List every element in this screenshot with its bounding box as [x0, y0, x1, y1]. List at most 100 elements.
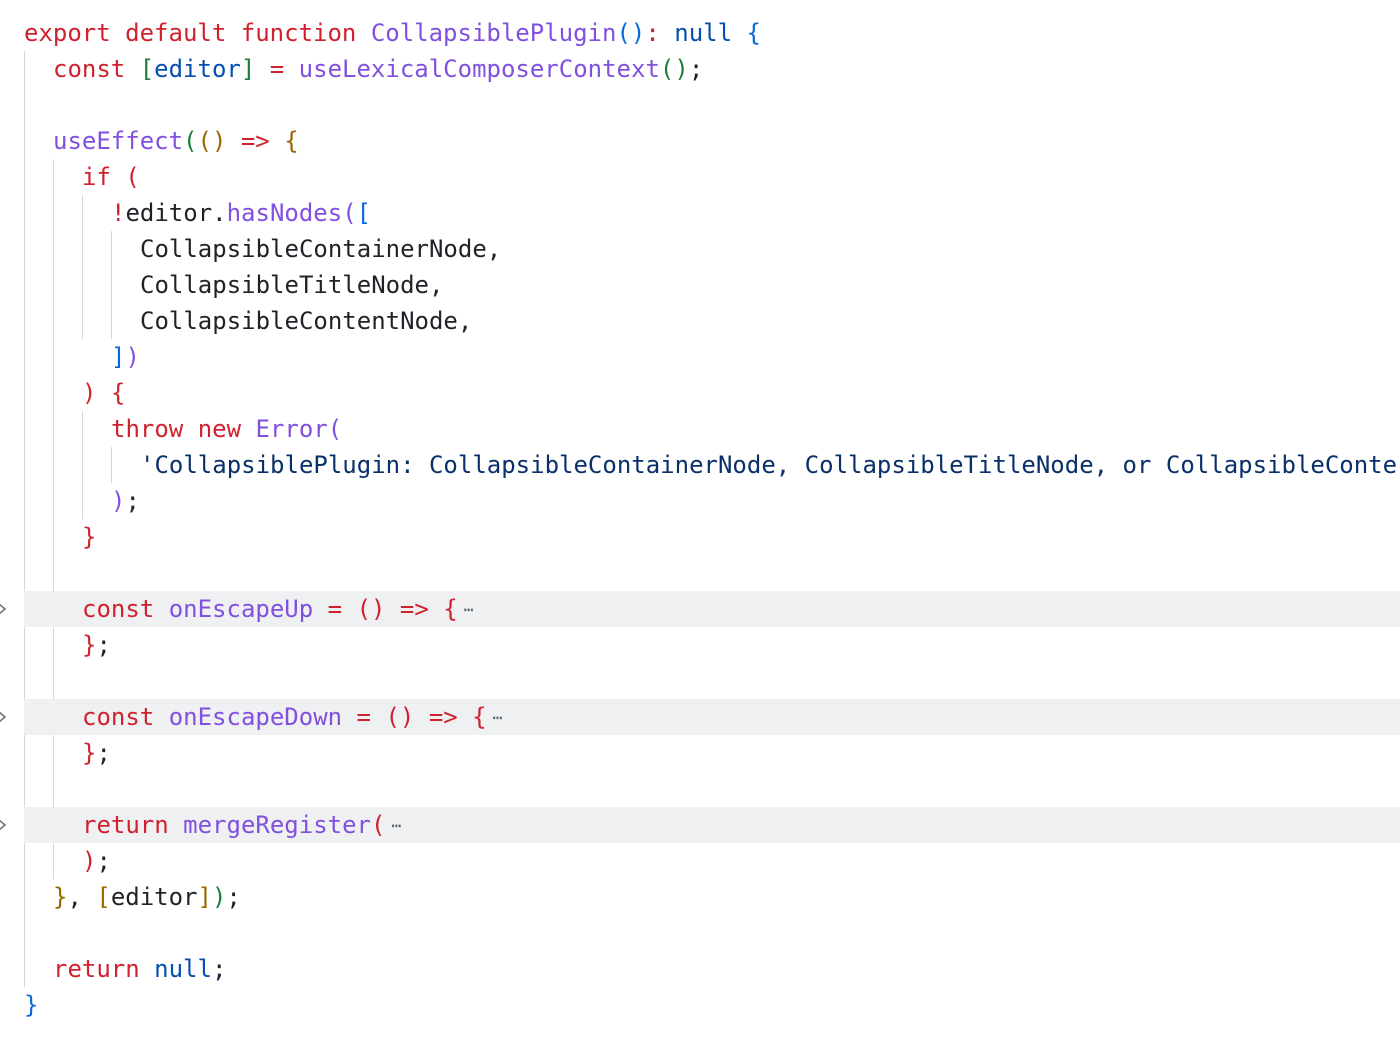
code-line[interactable]: CollapsibleContentNode, — [0, 303, 1400, 339]
code-line[interactable]: ); — [0, 843, 1400, 879]
folded-code-line[interactable]: const onEscapeUp = () => {⋯ — [0, 591, 1400, 628]
code-token: if — [82, 163, 111, 191]
code-line[interactable] — [0, 915, 1400, 951]
code-token: ; — [125, 487, 140, 515]
code-text: }, [editor]); — [53, 879, 241, 915]
code-token: ) — [82, 847, 97, 875]
code-token: , — [486, 235, 502, 263]
indent-guide — [111, 447, 112, 483]
indent-guide — [82, 195, 83, 339]
code-token: () — [659, 55, 689, 83]
code-text: } — [82, 519, 96, 555]
code-token: ( — [371, 811, 386, 839]
code-token: mergeRegister — [183, 811, 371, 839]
chevron-right-icon[interactable] — [0, 699, 9, 735]
code-token: useEffect — [53, 127, 184, 155]
folded-code-line[interactable]: return mergeRegister( ⋯ — [0, 807, 1400, 843]
code-text: ); — [111, 483, 140, 519]
code-token: ( — [342, 199, 357, 227]
code-line[interactable]: ); — [0, 483, 1400, 519]
code-token: ( — [327, 415, 343, 443]
code-line[interactable]: }; — [0, 735, 1400, 771]
indent-guide — [24, 51, 25, 987]
code-token: = — [269, 55, 285, 83]
code-token: () — [197, 127, 227, 155]
code-line[interactable]: export default function CollapsiblePlugi… — [0, 15, 1400, 51]
code-line[interactable] — [0, 663, 1400, 699]
code-line[interactable]: } — [0, 519, 1400, 555]
code-token — [183, 415, 197, 443]
code-token: export — [24, 19, 111, 47]
chevron-right-icon[interactable] — [0, 591, 9, 627]
code-line[interactable]: }, [editor]); — [0, 879, 1400, 915]
code-token: useLexicalComposerContext — [298, 55, 660, 83]
code-line[interactable] — [0, 555, 1400, 591]
code-line[interactable]: 'CollapsiblePlugin: CollapsibleContainer… — [0, 447, 1400, 483]
code-text: 'CollapsiblePlugin: CollapsibleContainer… — [140, 447, 1397, 483]
code-line[interactable]: useEffect(() => { — [0, 123, 1400, 159]
code-token: () — [356, 595, 386, 623]
code-token: CollapsiblePlugin — [370, 19, 617, 47]
indent-guide — [53, 159, 54, 879]
code-token: } — [24, 991, 39, 1019]
code-token: => — [428, 703, 458, 731]
code-token: ( — [125, 163, 140, 191]
code-token: => — [399, 595, 429, 623]
code-text: CollapsibleTitleNode, — [140, 267, 443, 303]
code-token: { — [472, 703, 487, 731]
code-token: [ — [139, 55, 155, 83]
code-token: onEscapeDown — [168, 703, 343, 731]
code-line[interactable]: } — [0, 987, 1400, 1023]
code-token: ; — [96, 631, 111, 659]
code-token: null — [154, 955, 212, 983]
code-token — [226, 127, 240, 155]
fold-ellipsis-icon[interactable]: ⋯ — [492, 708, 503, 727]
code-token — [313, 595, 327, 623]
indent-guide — [82, 411, 83, 519]
code-text: CollapsibleContainerNode, — [140, 231, 501, 267]
code-token: , — [428, 271, 444, 299]
code-text: throw new Error( — [111, 411, 342, 447]
code-token: . — [212, 199, 227, 227]
code-token: ] — [240, 55, 256, 83]
code-token: const — [53, 55, 126, 83]
code-line[interactable]: ]) — [0, 339, 1400, 375]
code-token: const — [82, 595, 155, 623]
code-text: const [editor] = useLexicalComposerConte… — [53, 51, 703, 87]
code-token: [ — [96, 883, 111, 911]
code-token: ! — [111, 199, 126, 227]
code-line[interactable] — [0, 87, 1400, 123]
code-text: } — [24, 987, 38, 1023]
fold-ellipsis-icon[interactable]: ⋯ — [463, 600, 474, 619]
code-text: }; — [82, 627, 111, 663]
code-token: ) — [211, 883, 227, 911]
code-token: ] — [111, 343, 126, 371]
code-line[interactable]: return null; — [0, 951, 1400, 987]
code-text: return null; — [53, 951, 226, 987]
chevron-right-icon[interactable] — [0, 807, 9, 843]
code-token: editor — [110, 883, 198, 911]
code-token — [125, 55, 139, 83]
code-token — [241, 415, 255, 443]
folded-code-line[interactable]: const onEscapeDown = () => {⋯ — [0, 699, 1400, 735]
code-line[interactable]: !editor.hasNodes([ — [0, 195, 1400, 231]
code-line[interactable]: ) { — [0, 375, 1400, 411]
code-line[interactable] — [0, 771, 1400, 807]
code-token — [356, 19, 370, 47]
code-line[interactable]: }; — [0, 627, 1400, 663]
code-text: const onEscapeUp = () => {⋯ — [82, 591, 474, 628]
code-token: return — [82, 811, 169, 839]
code-line[interactable]: CollapsibleContainerNode, — [0, 231, 1400, 267]
code-token: } — [82, 523, 97, 551]
code-token — [154, 595, 168, 623]
code-token: () — [385, 703, 415, 731]
code-line[interactable]: throw new Error( — [0, 411, 1400, 447]
indent-guide — [111, 231, 112, 339]
code-line[interactable]: const [editor] = useLexicalComposerConte… — [0, 51, 1400, 87]
code-line[interactable]: CollapsibleTitleNode, — [0, 267, 1400, 303]
fold-ellipsis-icon[interactable]: ⋯ — [391, 816, 401, 835]
code-line[interactable]: if ( — [0, 159, 1400, 195]
code-token: CollapsibleTitleNode — [140, 271, 429, 299]
code-token — [96, 379, 110, 407]
